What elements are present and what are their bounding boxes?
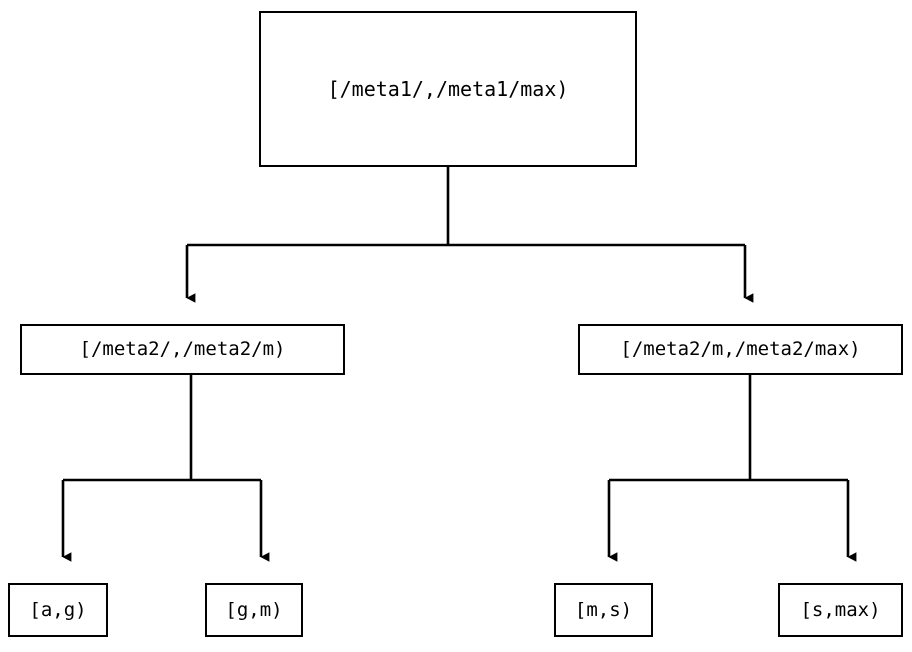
edge-root-to-level2 [185,167,754,303]
tree-node-leaf-a-g-label: [a,g) [29,598,87,621]
tree-node-leaf-a-g[interactable]: [a,g) [8,583,108,637]
tree-node-root-label: [/meta1/,/meta1/max) [327,77,569,101]
edge-l2right-to-leaves [607,375,857,562]
tree-node-leaf-s-max-label: [s,max) [800,598,881,621]
tree-node-level2-left[interactable]: [/meta2/,/meta2/m) [20,324,345,375]
tree-node-level2-right[interactable]: [/meta2/m,/meta2/max) [578,324,903,375]
tree-node-level2-right-label: [/meta2/m,/meta2/max) [620,338,861,360]
tree-node-leaf-m-s[interactable]: [m,s) [554,583,653,637]
tree-node-leaf-g-m[interactable]: [g,m) [205,583,303,637]
tree-node-leaf-g-m-label: [g,m) [225,598,283,621]
edge-l2left-to-leaves [61,375,270,562]
tree-node-root[interactable]: [/meta1/,/meta1/max) [259,11,637,167]
tree-node-leaf-s-max[interactable]: [s,max) [778,583,903,637]
tree-node-level2-left-label: [/meta2/,/meta2/m) [79,338,286,360]
tree-node-leaf-m-s-label: [m,s) [574,598,633,621]
